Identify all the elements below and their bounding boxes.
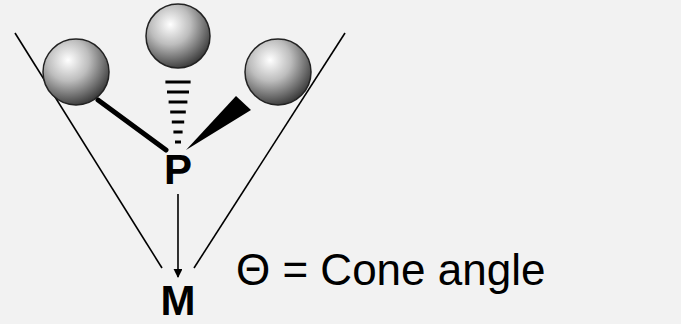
metal-atom: M <box>161 280 196 322</box>
atom-symbol: P <box>164 149 192 191</box>
substituent-sphere <box>146 4 210 68</box>
cone-line <box>15 33 162 268</box>
hash-stroke <box>172 121 184 124</box>
hash-stroke <box>173 131 182 134</box>
hash-stroke <box>167 91 189 94</box>
cone-line <box>194 33 345 268</box>
hash-stroke <box>169 101 188 104</box>
cone-angle-label: Θ = Cone angle <box>236 248 545 292</box>
wedge-bond <box>186 96 251 150</box>
hash-stroke <box>175 141 181 144</box>
hashed-bond <box>165 82 190 142</box>
coordination-arrow <box>177 194 179 277</box>
phosphorus-atom: P <box>164 149 192 191</box>
hash-stroke <box>165 81 190 84</box>
bond <box>98 100 166 150</box>
hash-stroke <box>170 111 186 114</box>
atom-symbol: M <box>161 280 196 322</box>
substituent-sphere <box>245 39 311 105</box>
substituent-sphere <box>43 39 109 105</box>
